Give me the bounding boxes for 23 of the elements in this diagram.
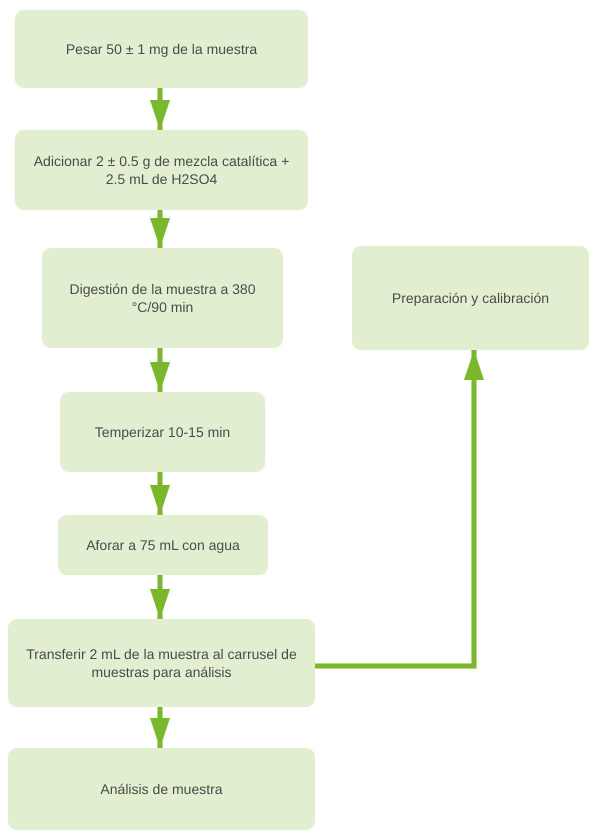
- arrow: [150, 88, 170, 130]
- arrow: [150, 210, 170, 248]
- process-box: [58, 515, 268, 575]
- step-text: Digestión de la muestra a 380 °C/90 min: [68, 280, 256, 316]
- step-text: Preparación y calibración: [392, 289, 550, 307]
- process-box: [8, 748, 315, 830]
- process-box: [8, 619, 315, 707]
- arrow: [150, 348, 170, 392]
- step-text: Análisis de muestra: [100, 780, 223, 798]
- process-box: [352, 246, 589, 350]
- step-text: Aforar a 75 mL con agua: [86, 536, 240, 554]
- step-text: Transferir 2 mL de la muestra al carrusel de muestras para análisis: [25, 645, 298, 681]
- arrow: [315, 350, 484, 668]
- arrow: [150, 472, 170, 515]
- arrow: [150, 575, 170, 619]
- process-box: [15, 130, 308, 210]
- step-text: Adicionar 2 ± 0.5 g de mezcla catalítica + 2.5 mL de H2SO4: [32, 152, 290, 188]
- arrow: [150, 707, 170, 748]
- process-box: [42, 248, 283, 348]
- process-box: [15, 10, 308, 88]
- step-text: Temperizar 10-15 min: [94, 423, 230, 441]
- process-box: [60, 392, 265, 472]
- step-text: Pesar 50 ± 1 mg de la muestra: [66, 40, 258, 58]
